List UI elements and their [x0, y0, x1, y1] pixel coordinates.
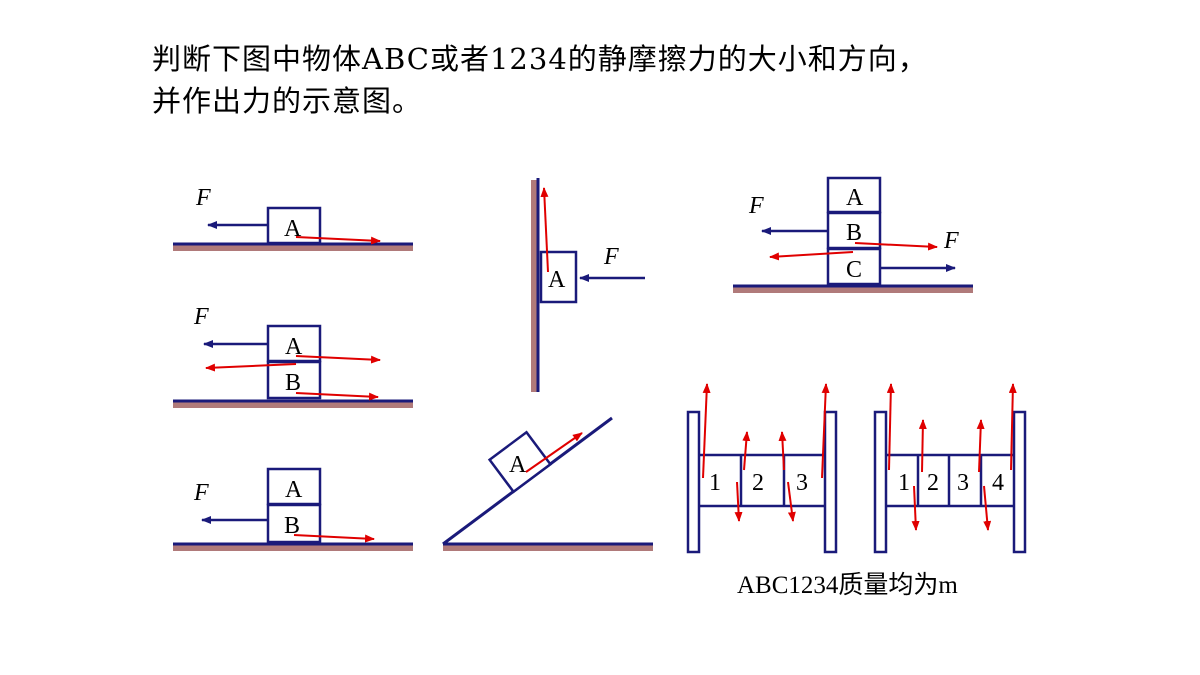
- block-a-label: A: [509, 452, 527, 478]
- friction-arrow: [734, 481, 743, 522]
- block-2-label: 2: [752, 470, 764, 496]
- friction-arrow: [295, 392, 379, 401]
- block-1-label: 1: [709, 470, 721, 496]
- question-line-1: 判断下图中物体ABC或者1234的静摩擦力的大小和方向，: [152, 42, 928, 76]
- friction-arrow: [918, 419, 927, 473]
- diagram-stack-ab-1: A B F: [173, 304, 413, 408]
- friction-arrow: [295, 236, 381, 245]
- friction-arrow: [205, 363, 297, 372]
- block-b-label: B: [285, 370, 301, 396]
- force-label: F: [193, 304, 209, 330]
- ground-shadow: [173, 545, 413, 551]
- force-label: F: [193, 480, 209, 506]
- block-a: [487, 430, 553, 494]
- diagram-single-block: A F: [173, 185, 413, 251]
- friction-arrow: [976, 419, 985, 473]
- block-c-label: C: [846, 257, 862, 283]
- block-a-label: A: [846, 185, 864, 211]
- block-a-label: A: [548, 267, 566, 293]
- force-label: F: [603, 244, 619, 270]
- block-3-label: 3: [796, 470, 808, 496]
- friction-arrow: [778, 431, 787, 471]
- ground-shadow: [173, 245, 413, 251]
- question-text: 判断下图中物体ABC或者1234的静摩擦力的大小和方向， 并作出力的示意图。: [152, 38, 1052, 122]
- friction-arrow: [702, 383, 711, 479]
- mass-note: ABC1234质量均为m: [737, 571, 958, 599]
- block-3-label: 3: [957, 470, 969, 496]
- friction-arrow: [787, 481, 796, 522]
- force-label-left: F: [748, 193, 764, 219]
- diagram-stack-ab-2: A B F: [173, 467, 413, 551]
- friction-arrow: [821, 383, 830, 479]
- friction-arrow: [983, 485, 992, 531]
- question-line-2: 并作出力的示意图。: [152, 84, 423, 118]
- block-a-label: A: [285, 334, 303, 360]
- block-c: [826, 247, 882, 286]
- block-4-label: 4: [992, 470, 1004, 496]
- diagram-clamped-four: 1 2 3 4: [873, 383, 1027, 554]
- block-a: [266, 467, 322, 506]
- friction-arrow: [886, 383, 895, 471]
- block-a-label: A: [284, 216, 302, 242]
- friction-arrow: [1008, 383, 1017, 471]
- diagram-incline: A: [442, 416, 653, 551]
- left-board: [686, 410, 701, 554]
- friction-arrow: [295, 355, 381, 364]
- ground-shadow: [733, 287, 973, 293]
- diagram-stack-abc: A B C F F: [733, 176, 973, 293]
- ground-shadow: [173, 402, 413, 408]
- friction-arrow: [769, 251, 854, 261]
- friction-arrow: [525, 432, 583, 473]
- friction-arrow: [742, 431, 751, 471]
- right-board: [823, 410, 838, 554]
- force-label: F: [195, 185, 211, 211]
- friction-arrow: [293, 534, 375, 543]
- ground-shadow: [443, 545, 653, 551]
- friction-arrow: [911, 485, 920, 531]
- left-board: [873, 410, 888, 554]
- block-b: [266, 360, 322, 400]
- block-b-label: B: [284, 513, 300, 539]
- diagram-clamped-three: 1 2 3: [686, 383, 838, 554]
- right-board: [1012, 410, 1027, 554]
- block-a: [826, 176, 882, 214]
- diagram-wall-block: A F: [531, 178, 645, 392]
- friction-arrow: [854, 242, 938, 251]
- block-1-label: 1: [898, 470, 910, 496]
- wall-shadow: [531, 180, 537, 392]
- block-b-label: B: [846, 220, 862, 246]
- block-2-label: 2: [927, 470, 939, 496]
- friction-arrow: [540, 187, 549, 273]
- force-label-right: F: [943, 228, 959, 254]
- block-a-label: A: [285, 477, 303, 503]
